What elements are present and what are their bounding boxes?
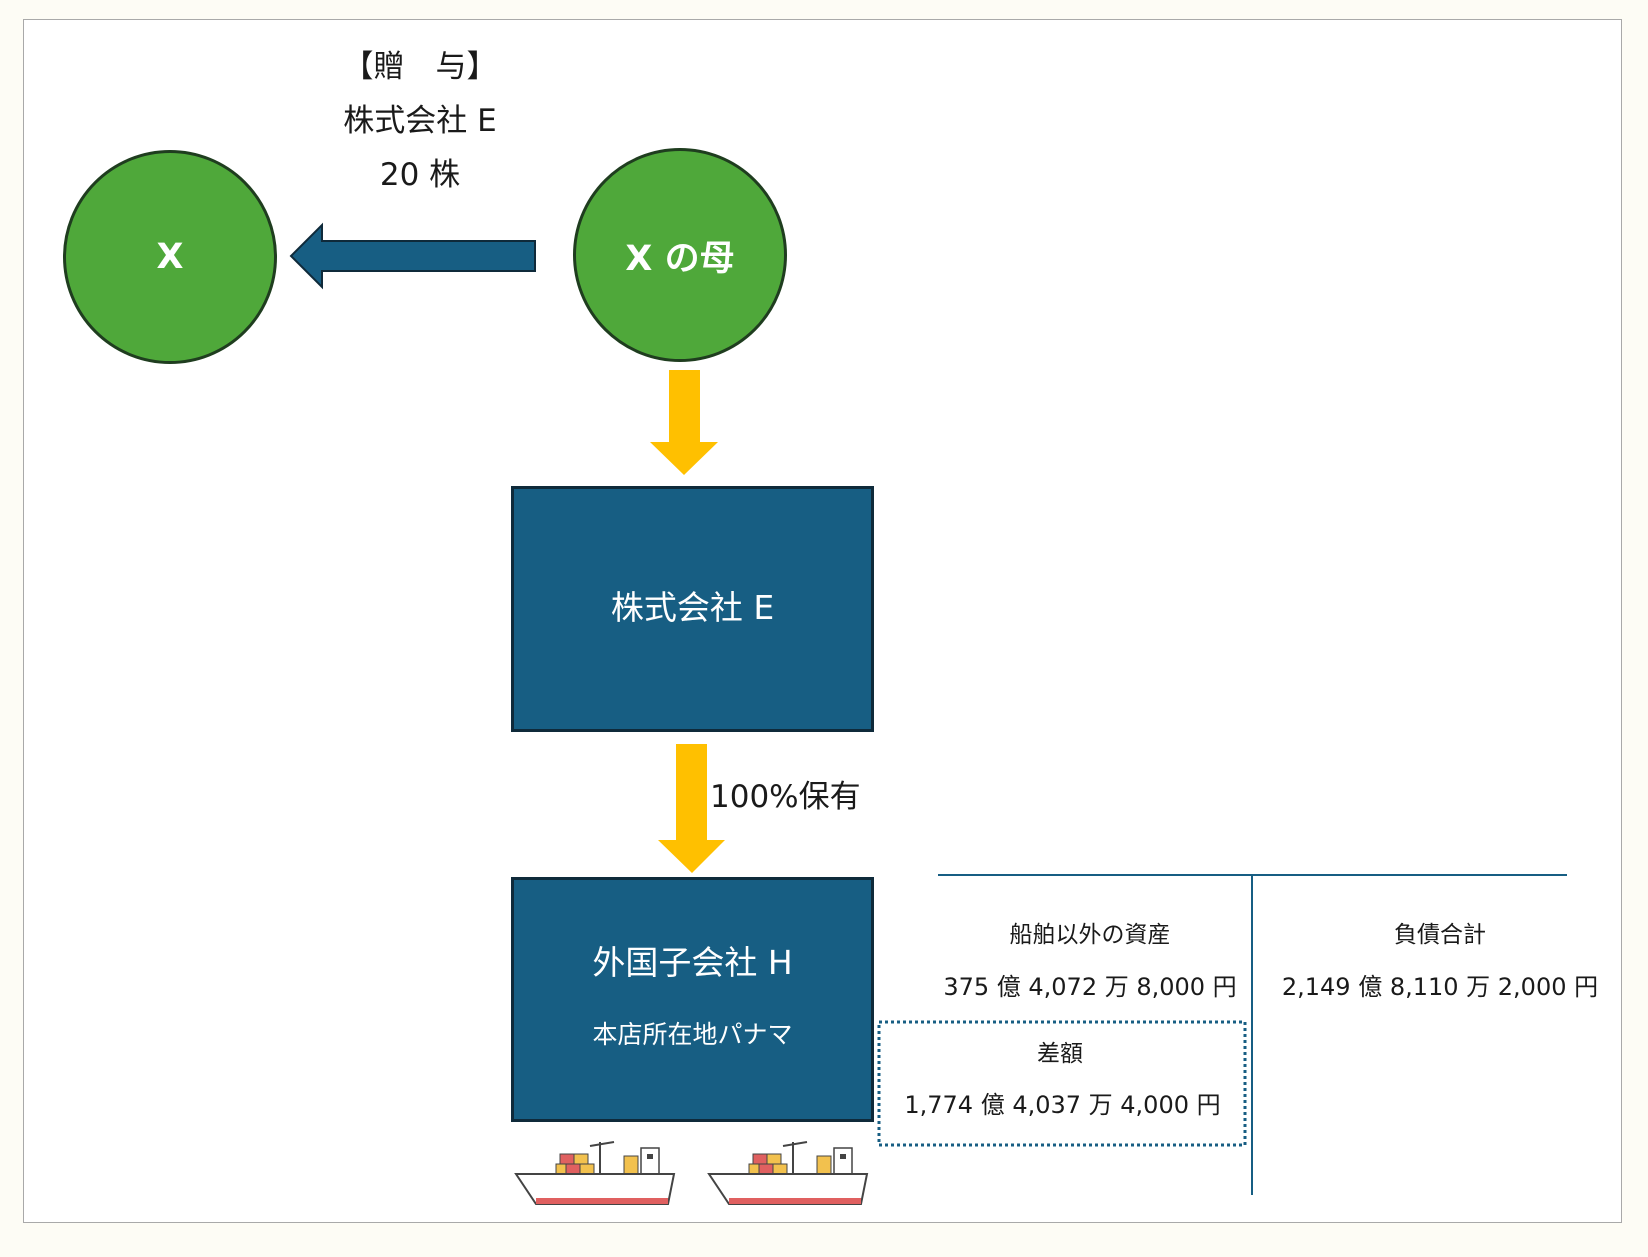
gift-title: 【贈 与】 [342, 49, 498, 85]
ownership-label: 100%保有 [710, 779, 861, 815]
assets-value: 375 億 4,072 万 8,000 円 [943, 973, 1237, 1001]
cargo-ship-icon [514, 1141, 676, 1205]
gift-shares: 20 株 [379, 157, 461, 193]
gift-arrow [289, 222, 536, 290]
difference-value: 1,774 億 4,037 万 4,000 円 [904, 1091, 1221, 1119]
node-company-e-label: 株式会社 E [610, 588, 775, 627]
gift-company: 株式会社 E [343, 103, 497, 139]
flow-arrow-mother-to-e [650, 370, 718, 475]
flow-arrow-e-to-h [658, 744, 725, 873]
gift-label: 【贈 与】 株式会社 E 20 株 [320, 40, 520, 202]
node-x-mother: X の母 [573, 148, 787, 362]
assets-label: 船舶以外の資産 [1009, 922, 1171, 948]
node-subsidiary-h: 外国子会社 H 本店所在地パナマ [511, 877, 874, 1122]
liabilities-value: 2,149 億 8,110 万 2,000 円 [1281, 973, 1599, 1001]
node-x: X [63, 150, 277, 364]
node-x-label: X [156, 237, 184, 277]
node-x-mother-label: X の母 [625, 238, 735, 279]
difference-label: 差額 [1037, 1041, 1083, 1067]
node-subsidiary-h-location: 本店所在地パナマ [592, 1020, 793, 1049]
node-company-e: 株式会社 E [511, 486, 874, 732]
node-subsidiary-h-label: 外国子会社 H [592, 943, 793, 982]
liabilities-label: 負債合計 [1394, 922, 1486, 948]
cargo-ship-icon [707, 1141, 869, 1205]
difference-dotted-box [877, 1020, 1247, 1147]
